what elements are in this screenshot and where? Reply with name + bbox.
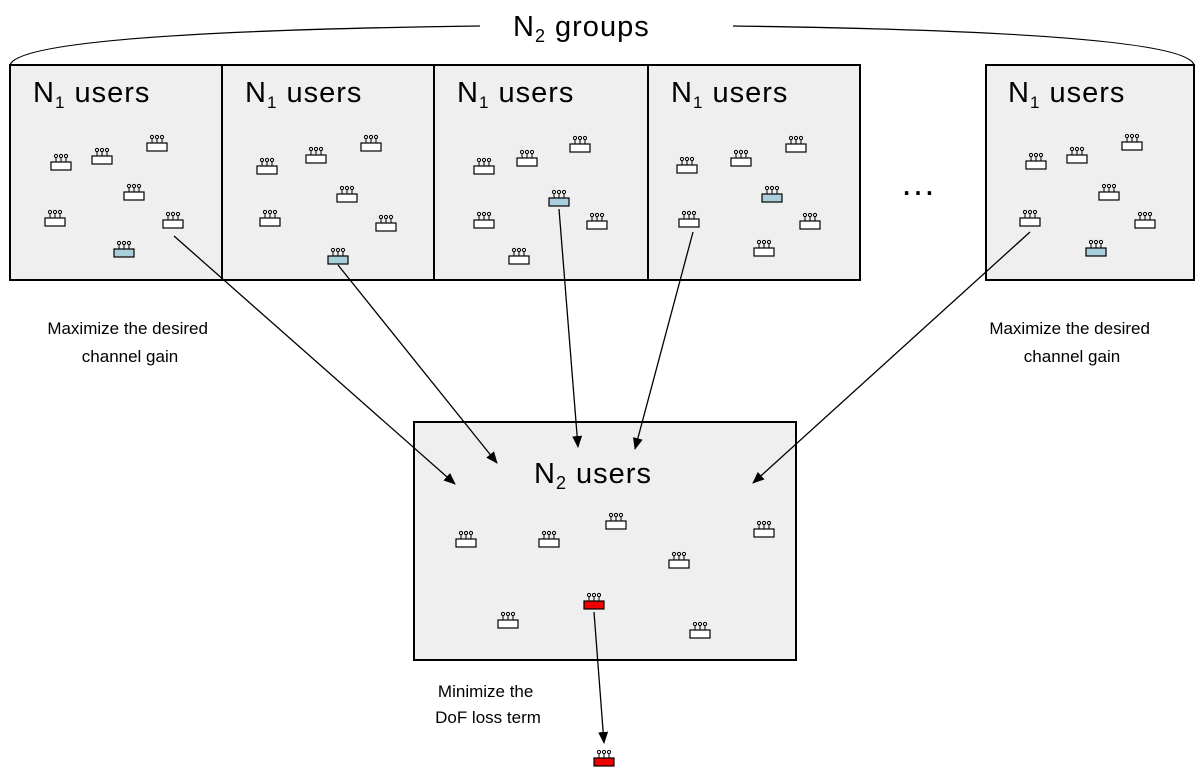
arrow-group2-to-center [337,264,498,464]
user-icon [123,183,145,201]
user-icon [508,247,530,265]
selected-users-label: N2 users [534,458,652,493]
user-icon [1066,146,1088,164]
group-label: N1 users [245,77,362,112]
groups-brace [9,25,1195,66]
arrow-group3-to-center [558,208,583,448]
user-groups: N1 users N1 users N1 users N1 users N1 u… [9,64,1195,281]
user-icon [538,530,560,548]
selected-user-icon [327,247,349,265]
user-icon [1025,152,1047,170]
user-icon [586,212,608,230]
user-icon [360,134,382,152]
selected-user-icon [1085,239,1107,257]
user-icon [146,134,168,152]
user-icon [785,135,807,153]
group-label: N1 users [1008,77,1125,112]
user-icon [44,209,66,227]
selected-user-icon [113,240,135,258]
user-icon [730,149,752,167]
group-label: N1 users [457,77,574,112]
bottom-note: Minimize the DoF loss term [435,682,541,727]
user-icon [473,157,495,175]
user-icon [1134,211,1156,229]
users-layer [44,133,1156,767]
user-icon [375,214,397,232]
user-icon [162,211,184,229]
group-label: N1 users [671,77,788,112]
user-icon [799,212,821,230]
left-note: Maximize the desired channel gain [47,319,212,366]
group-box [9,64,223,281]
group-box [985,64,1195,281]
user-icon [605,512,627,530]
user-icon [336,185,358,203]
group-label: N1 users [33,77,150,112]
user-icon [676,156,698,174]
user-icon [689,621,711,639]
selected-user-icon [548,189,570,207]
groups-title: N2 groups [513,11,650,46]
user-icon [668,551,690,569]
arrow-final-selection [593,611,609,744]
group-box [433,64,649,281]
user-icon [753,239,775,257]
user-icon [516,149,538,167]
user-icon [473,211,495,229]
user-icon [569,135,591,153]
final-selected-user-icon [593,749,615,767]
user-icon [1098,183,1120,201]
arrow-group4-to-center [633,231,694,450]
user-icon [497,611,519,629]
selected-user-icon [761,185,783,203]
user-icon [259,209,281,227]
user-icon [753,520,775,538]
selection-arrows [173,208,1031,744]
user-icon [50,153,72,171]
right-note: Maximize the desired channel gain [989,319,1154,366]
user-icon [305,146,327,164]
user-icon [91,147,113,165]
user-icon [256,157,278,175]
user-icon [1121,133,1143,151]
arrow-group5-to-center [752,231,1031,484]
arrow-group1-to-center [173,235,456,485]
user-icon [1019,209,1041,227]
user-icon [455,530,477,548]
more-groups-ellipsis: … [900,162,936,203]
user-icon [678,210,700,228]
selected-users-box [413,421,797,661]
chosen-user-icon [583,592,605,610]
